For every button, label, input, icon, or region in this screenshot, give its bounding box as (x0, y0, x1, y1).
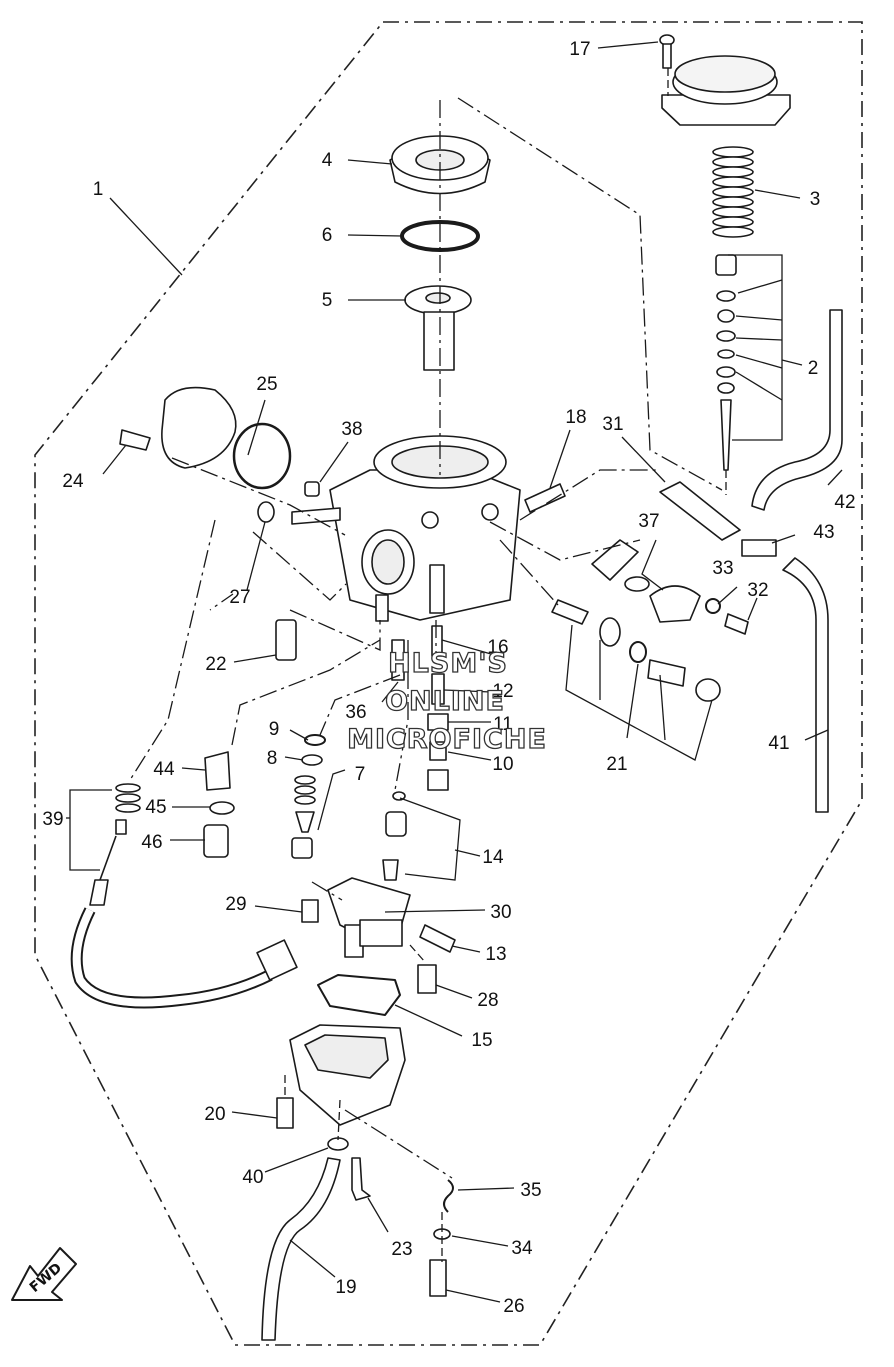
part-43-fitting (741, 539, 777, 557)
callout-40: 40 (242, 1167, 263, 1188)
callout-6: 6 (322, 225, 333, 246)
part-39-throttle-cable (70, 783, 298, 1009)
part-35-clip (443, 1179, 454, 1213)
part-float-bowl (289, 1024, 406, 1126)
callout-35: 35 (520, 1180, 541, 1201)
watermark-line-2: ONLINE (385, 686, 505, 717)
fwd-arrow-icon (11, 1247, 77, 1301)
watermark-line-3: MICROFICHE (347, 724, 547, 755)
part-42-hose (751, 309, 843, 511)
callout-5: 5 (322, 290, 333, 311)
part-22-jet (275, 619, 297, 661)
callout-10: 10 (492, 754, 513, 775)
callout-26: 26 (503, 1296, 524, 1317)
callout-33: 33 (712, 558, 733, 579)
part-15-gasket (317, 974, 401, 1016)
part-44-bracket (204, 751, 231, 791)
part-28-screw (417, 964, 437, 994)
callout-18: 18 (565, 407, 586, 428)
callout-11: 11 (493, 714, 513, 735)
part-carburetor-body (291, 435, 521, 622)
callout-20: 20 (204, 1104, 225, 1125)
part-gasket-plate (161, 386, 237, 469)
part-top-cover (661, 55, 791, 126)
callout-24: 24 (62, 471, 84, 492)
callout-41: 41 (768, 733, 789, 754)
assembly-boundary (34, 21, 863, 1346)
part-14-float-valve (382, 791, 407, 881)
part-3-spring (712, 146, 754, 238)
callout-12: 12 (492, 681, 513, 702)
callout-14: 14 (482, 847, 504, 868)
part-5-piston-valve (404, 285, 472, 371)
part-2-jet-needle-set (715, 254, 737, 471)
callout-46: 46 (141, 832, 162, 853)
part-30-float (327, 877, 411, 958)
callout-44: 44 (153, 759, 175, 780)
part-33-clip (705, 598, 721, 614)
callout-3: 3 (810, 189, 821, 210)
callout-45: 45 (145, 797, 166, 818)
callout-4: 4 (322, 150, 333, 171)
part-37-diaphragm-cover (591, 539, 701, 623)
callout-42: 42 (834, 492, 855, 513)
part-29-screw (301, 899, 319, 923)
callout-9: 9 (269, 719, 280, 740)
part-needle-jet-stack (427, 625, 449, 791)
callout-28: 28 (477, 990, 498, 1011)
watermark-line-1: HLSM'S (388, 648, 508, 679)
callout-32: 32 (747, 580, 768, 601)
callout-38: 38 (341, 419, 362, 440)
part-27-nut (257, 501, 275, 523)
callout-2: 2 (808, 358, 819, 379)
callout-1: 1 (93, 179, 104, 200)
callout-25: 25 (256, 374, 277, 395)
part-19-drain-hose (261, 1157, 341, 1341)
part-38-plug (304, 481, 320, 497)
callout-39: 39 (42, 809, 63, 830)
callout-43: 43 (813, 522, 834, 543)
part-41-hose (782, 557, 829, 813)
callout-17: 17 (569, 39, 590, 60)
callout-13: 13 (485, 944, 506, 965)
callout-37: 37 (638, 511, 659, 532)
callout-19: 19 (335, 1277, 356, 1298)
callout-15: 15 (471, 1030, 492, 1051)
part-31-pipe (659, 481, 741, 541)
part-13-pin (419, 924, 456, 953)
callout-22: 22 (205, 654, 226, 675)
part-25-seal (232, 422, 292, 490)
callout-7: 7 (355, 764, 366, 785)
callout-36: 36 (345, 702, 366, 723)
part-18-nipple (524, 483, 566, 513)
callout-23: 23 (391, 1239, 412, 1260)
part-26-screw (429, 1259, 447, 1297)
part-21-pump-set (551, 599, 721, 702)
callout-31: 31 (602, 414, 623, 435)
part-36-pilot-jet (391, 639, 405, 681)
part-23-drain-screw (351, 1157, 371, 1201)
callout-16: 16 (487, 637, 508, 658)
part-46-plug (203, 824, 229, 858)
part-7-pilot-screw (291, 775, 316, 859)
part-17-screw (659, 34, 675, 69)
part-9-o-ring (304, 734, 326, 746)
part-45-washer (209, 801, 235, 815)
part-20-screw (276, 1097, 294, 1129)
part-24-screw (119, 429, 151, 451)
callout-30: 30 (490, 902, 511, 923)
callout-27: 27 (229, 587, 250, 608)
callout-29: 29 (225, 894, 246, 915)
part-32-screw (724, 613, 749, 635)
callout-8: 8 (267, 748, 278, 769)
callout-21: 21 (606, 754, 627, 775)
callout-34: 34 (511, 1238, 533, 1259)
part-8-washer (301, 754, 323, 766)
